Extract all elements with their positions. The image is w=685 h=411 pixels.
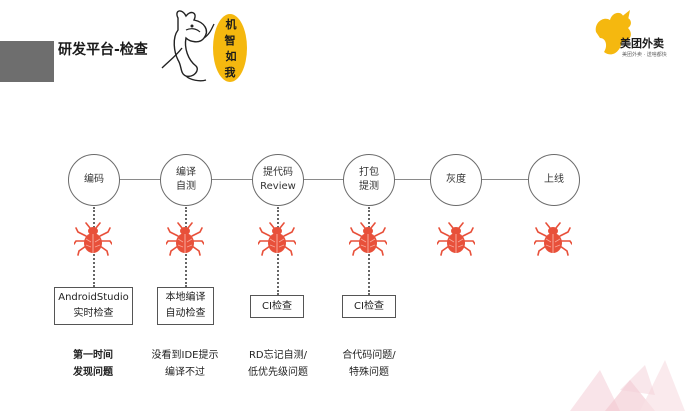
check-label: CI检查 [354, 300, 384, 312]
stage-gray-release: 灰度 [430, 154, 482, 206]
stage-label: 编码 [84, 174, 104, 185]
kangaroo-mascot-icon: 机 智 如 我 [161, 10, 247, 82]
brand-slogan: 美团外卖 · 送啥都快 [622, 52, 667, 58]
check-box-ci: CI检查 [342, 295, 396, 318]
note-merge-issue: 合代码问题/ 特殊问题 [342, 350, 396, 378]
bug-icon [437, 222, 475, 256]
bug-icon [349, 222, 387, 256]
check-box-ci: CI检查 [250, 295, 304, 318]
meituan-kangaroo-logo-icon [595, 10, 631, 55]
stage-package-test: 打包 提测 [343, 154, 395, 206]
decorative-triangles [570, 360, 685, 411]
mascot-char: 我 [225, 65, 236, 79]
check-label: AndroidStudio 实时检查 [58, 292, 129, 319]
bug-icon [74, 222, 112, 256]
check-box-local-compile: 本地编译 自动检查 [157, 287, 214, 325]
timeline-line [94, 179, 548, 181]
note-first-time: 第一时间 发现问题 [73, 350, 113, 378]
mascot-char: 机 [226, 17, 237, 31]
brand-name: 美团外卖 [620, 37, 664, 50]
stage-compile-selftest: 编译 自测 [160, 154, 212, 206]
stage-label: 打包 提测 [359, 167, 379, 192]
stage-coding: 编码 [68, 154, 120, 206]
stage-code-review: 提代码 Review [252, 154, 304, 206]
bug-icon [166, 222, 204, 256]
stage-label: 提代码 Review [260, 167, 296, 192]
slide-title: 研发平台-检查 [58, 42, 148, 58]
bug-icon [534, 222, 572, 256]
title-tab-marker [0, 41, 54, 82]
check-label: 本地编译 自动检查 [165, 292, 206, 319]
stage-label: 编译 自测 [176, 167, 196, 192]
stage-label: 灰度 [446, 174, 466, 185]
note-rd-forget: RD忘记自测/ 低优先级问题 [248, 350, 308, 378]
bug-icon [258, 222, 296, 256]
mascot-char: 智 [225, 33, 236, 47]
stage-launch: 上线 [528, 154, 580, 206]
check-box-androidstudio: AndroidStudio 实时检查 [54, 287, 133, 325]
mascot-char: 如 [226, 49, 237, 63]
check-label: CI检查 [262, 300, 292, 312]
stage-label: 上线 [544, 174, 564, 185]
note-ide-miss: 没看到IDE提示 编译不过 [151, 350, 219, 378]
